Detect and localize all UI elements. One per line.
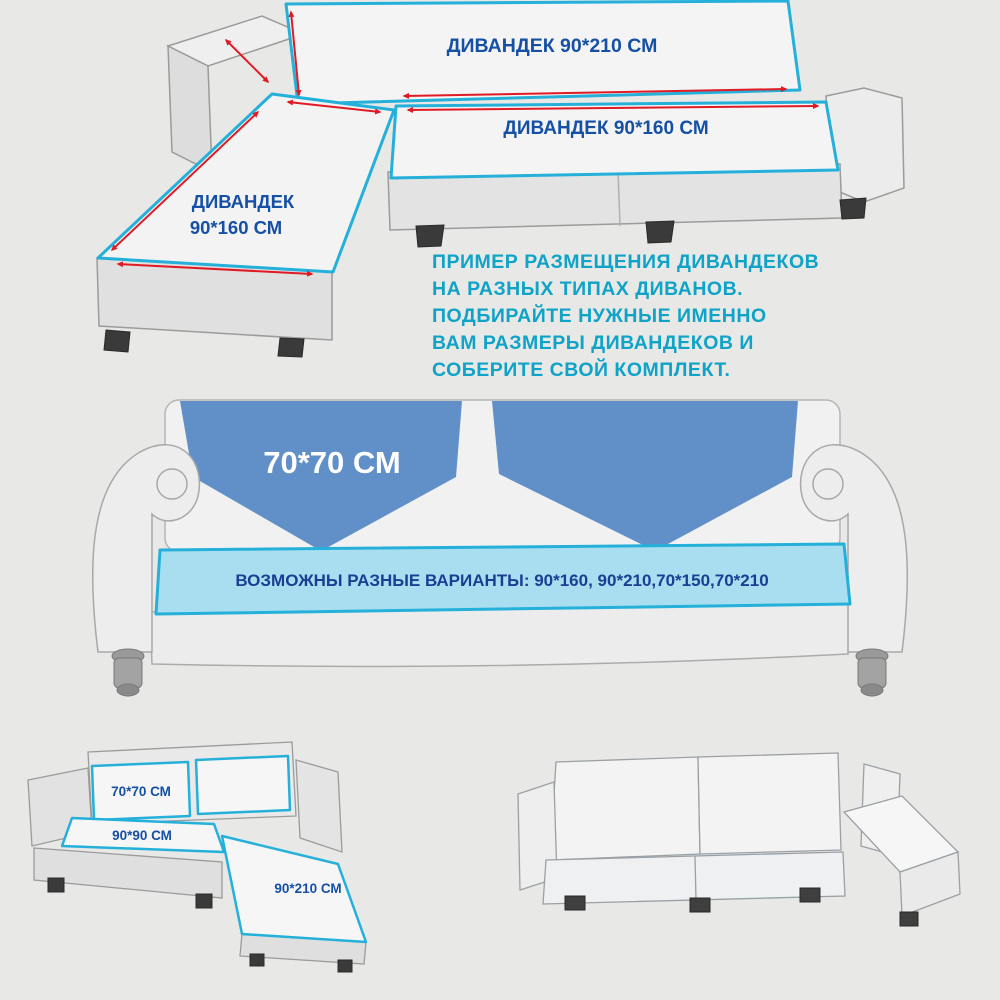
- info-line-2: НА РАЗНЫХ ТИПАХ ДИВАНОВ.: [432, 278, 743, 300]
- classic-sofa-diagram: 70*70 СМ ВОЗМОЖНЫ РАЗНЫЕ ВАРИАНТЫ: 90*16…: [92, 399, 908, 697]
- left-arm: [92, 444, 201, 653]
- plain-sofa-feet: [564, 887, 919, 927]
- info-line-5: СОБЕРИТЕ СВОЙ КОМПЛЕКТ.: [432, 357, 730, 381]
- right-arm: [799, 444, 908, 653]
- arrow-chaise-width: [116, 261, 314, 277]
- small-chaise-label: 90*210 СМ: [274, 881, 341, 896]
- seat-cover-90x160: [389, 100, 840, 180]
- small-right-armrest: [295, 759, 343, 853]
- seat-band-label: ВОЗМОЖНЫ РАЗНЫЕ ВАРИАНТЫ: 90*160, 90*210…: [235, 571, 768, 590]
- info-line-4: ВАМ РАЗМЕРЫ ДИВАНДЕКОВ И: [432, 332, 754, 354]
- plain-back-panel-right: [697, 752, 842, 855]
- cushion-size-label: 70*70 СМ: [263, 445, 400, 480]
- dimension-arrows: [110, 10, 820, 277]
- left-arm-scroll: [156, 468, 188, 500]
- top-corner-sofa-diagram: ДИВАНДЕК 90*210 СМ ДИВАНДЕК 90*160 СМ ДИ…: [96, 0, 905, 358]
- info-line-3: ПОДБИРАЙТЕ НУЖНЫЕ ИМЕННО: [432, 303, 767, 327]
- sofa-arms: [92, 444, 908, 653]
- info-line-1: ПРИМЕР РАЗМЕЩЕНИЯ ДИВАНДЕКОВ: [432, 251, 819, 273]
- sofa-legs: [111, 648, 889, 697]
- seat-cover-label: ДИВАНДЕК 90*160 СМ: [503, 118, 708, 139]
- plain-seat-front: [542, 851, 846, 905]
- small-seat-label: 90*90 СМ: [112, 828, 172, 843]
- small-back-cushion-cover-2: [194, 754, 292, 816]
- small-back-cushion-cover-1: [90, 760, 192, 822]
- arrow-back-cover-height: [288, 10, 302, 97]
- sofa-base: [149, 601, 851, 668]
- plain-corner-sofa-diagram: [517, 752, 961, 927]
- arrow-seat-cover-length: [406, 103, 820, 113]
- left-armrest-side: [167, 44, 213, 174]
- cushion-drape-left: [180, 401, 462, 551]
- sofa-feet: [103, 197, 867, 358]
- plain-back-panel-left: [549, 756, 701, 861]
- cushion-drape-right: [492, 401, 798, 551]
- small-corner-sofa-diagram: 70*70 СМ 90*90 СМ 90*210 СМ: [27, 741, 368, 973]
- plain-chaise-front: [899, 851, 961, 917]
- seat-band-cover: [154, 542, 852, 616]
- small-base-front: [33, 847, 223, 899]
- right-arm-scroll: [812, 468, 844, 500]
- info-text-block: ПРИМЕР РАЗМЕЩЕНИЯ ДИВАНДЕКОВ НА РАЗНЫХ Т…: [432, 251, 819, 381]
- arrow-back-cover-length: [402, 86, 788, 99]
- small-back-cushion-label: 70*70 СМ: [111, 784, 171, 799]
- corner-sofa-body: [96, 15, 905, 358]
- chaise-cover-label-line1: ДИВАНДЕК: [192, 191, 295, 212]
- chaise-cover-label-line2: 90*160 СМ: [190, 217, 282, 238]
- arrow-armrest: [224, 38, 270, 84]
- small-chaise-cover: [220, 834, 368, 944]
- arrow-chaise-length: [110, 110, 260, 252]
- arrow-chaise-top-width: [286, 99, 382, 115]
- chaise-cover-90x160: [96, 92, 396, 274]
- back-cover-label: ДИВАНДЕК 90*210 СМ: [447, 35, 658, 57]
- small-sofa-feet: [47, 877, 353, 973]
